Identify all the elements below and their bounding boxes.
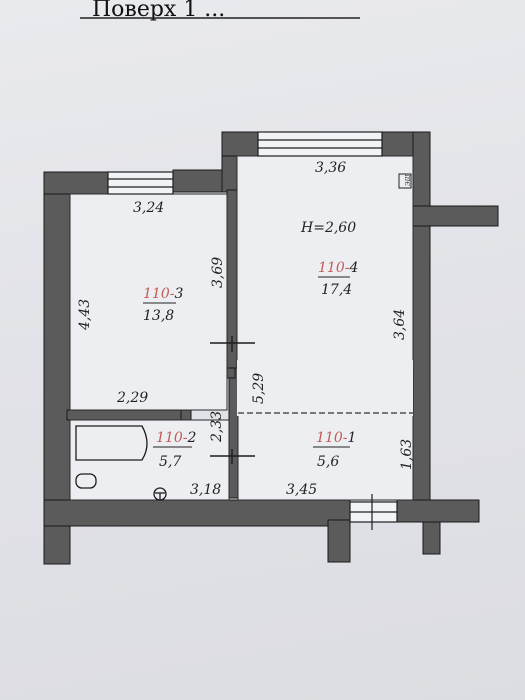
svg-text:110-1: 110-1 — [316, 430, 356, 446]
room-code: 110- — [156, 430, 188, 446]
ceiling-height: H=2,60 — [300, 220, 356, 236]
room-4-floor-join — [237, 360, 413, 416]
dimensions: 3,36 3,24 3,69 4,43 3,64 5,29 2,29 2,33 … — [77, 160, 415, 498]
dim-1-63: 1,63 — [399, 439, 415, 470]
wall-top-left-b — [172, 169, 224, 193]
room-code: 110- — [143, 286, 175, 302]
room-code: 110- — [316, 430, 348, 446]
wall-right — [412, 131, 431, 503]
svg-text:110-3: 110-3 — [143, 286, 183, 302]
room-area: 5,6 — [317, 454, 339, 470]
dim-3-36: 3,36 — [315, 160, 346, 176]
room-number: 1 — [347, 430, 356, 446]
dim-4-43: 4,43 — [77, 299, 93, 331]
wall-top-left-a — [43, 171, 109, 195]
plan-header: Поверх 1 ... — [80, 0, 360, 22]
dim-3-64: 3,64 — [392, 309, 408, 340]
walls — [43, 131, 499, 565]
wall-bottom-right — [396, 499, 480, 523]
dim-3-45: 3,45 — [286, 482, 317, 498]
window-room3 — [107, 171, 174, 195]
room-110-3-label: 110-3 13,8 — [143, 286, 183, 324]
room-number: 3 — [174, 286, 183, 302]
windows — [107, 131, 398, 530]
room-area: 13,8 — [143, 308, 174, 324]
dim-5-29: 5,29 — [251, 373, 267, 404]
corner-mark-text: ЭЩ — [405, 173, 412, 186]
room-fills — [69, 155, 414, 501]
door-markers — [210, 336, 255, 464]
room-area: 17,4 — [321, 282, 352, 298]
dim-3-69: 3,69 — [210, 257, 226, 288]
wall-bottom-stub — [327, 519, 351, 563]
room-4-floor — [236, 155, 414, 369]
wall-bottom — [43, 499, 351, 527]
dim-3-18: 3,18 — [190, 482, 221, 498]
room-3-floor — [69, 193, 228, 411]
wall-top-right-a — [221, 131, 259, 157]
svg-text:110-2: 110-2 — [156, 430, 196, 446]
room-area: 5,7 — [159, 454, 181, 470]
wall-partition-low — [228, 367, 239, 499]
dim-2-29: 2,29 — [116, 390, 148, 406]
room-1-floor — [237, 412, 414, 501]
room-number: 4 — [348, 260, 358, 276]
wall-left — [43, 171, 71, 565]
dim-2-33: 2,33 — [209, 411, 225, 443]
dim-3-24: 3,24 — [133, 200, 164, 216]
bathroom-fixtures — [75, 425, 167, 501]
corner-mark: ЭЩ — [398, 173, 412, 189]
window-room4 — [257, 131, 383, 157]
room-code: 110- — [318, 260, 350, 276]
room-number: 2 — [186, 430, 196, 446]
toilet-icon — [75, 473, 97, 489]
svg-text:110-4: 110-4 — [318, 260, 358, 276]
bathtub — [75, 425, 148, 461]
wall-under-room3 — [66, 409, 188, 421]
room-110-2-label: 110-2 5,7 — [153, 430, 196, 470]
room-110-4-label: 110-4 17,4 — [318, 260, 358, 298]
room-110-1-label: 110-1 5,6 — [313, 430, 356, 470]
header-text: Поверх 1 ... — [92, 0, 225, 22]
